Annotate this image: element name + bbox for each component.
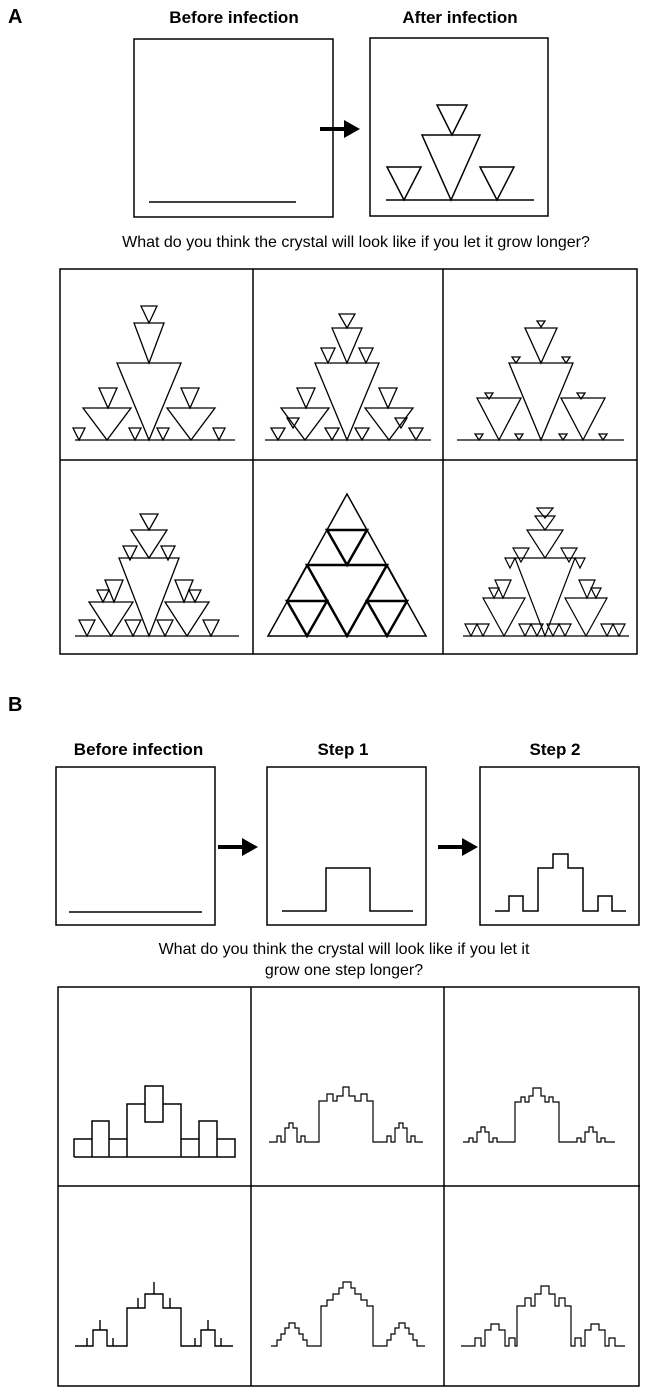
section-a-after-title: After infection bbox=[402, 8, 518, 27]
b-arrow-1-icon bbox=[218, 838, 258, 856]
section-b-step1-title: Step 1 bbox=[317, 740, 369, 759]
section-b-label: B bbox=[8, 694, 23, 716]
section-a-label: A bbox=[8, 6, 23, 28]
section-b-question-line1: What do you think the crystal will look … bbox=[158, 941, 530, 958]
a-option-1[interactable] bbox=[71, 305, 235, 442]
b-before-panel bbox=[55, 766, 216, 926]
a-option-4[interactable] bbox=[75, 513, 239, 638]
b-option-1[interactable] bbox=[73, 1085, 236, 1158]
section-b-step2-title: Step 2 bbox=[529, 740, 581, 759]
b-option-5[interactable] bbox=[271, 1281, 425, 1347]
b-option-2[interactable] bbox=[269, 1086, 423, 1143]
a-option-2[interactable] bbox=[265, 313, 431, 442]
section-b-before-title: Before infection bbox=[73, 740, 204, 759]
a-options-grid bbox=[59, 268, 638, 655]
b-step1-panel bbox=[266, 766, 427, 926]
b-option-4[interactable] bbox=[75, 1282, 233, 1347]
b-option-6[interactable] bbox=[461, 1285, 625, 1347]
section-b-question-line2: grow one step longer? bbox=[264, 962, 424, 979]
b-arrow-2-icon bbox=[438, 838, 478, 856]
section-a-question: What do you think the crystal will look … bbox=[122, 234, 590, 251]
a-option-6[interactable] bbox=[463, 507, 629, 638]
a-before-panel bbox=[133, 38, 334, 218]
section-a-before-title: Before infection bbox=[169, 8, 299, 27]
b-option-3[interactable] bbox=[463, 1087, 615, 1143]
a-option-5[interactable] bbox=[266, 492, 428, 639]
a-option-3[interactable] bbox=[457, 320, 624, 442]
b-options-grid bbox=[57, 986, 640, 1387]
a-arrow-icon bbox=[320, 120, 360, 138]
b-step2-panel bbox=[479, 766, 640, 926]
section-b-question: What do you think the crystal will look … bbox=[100, 939, 588, 981]
a-after-panel bbox=[369, 37, 549, 217]
